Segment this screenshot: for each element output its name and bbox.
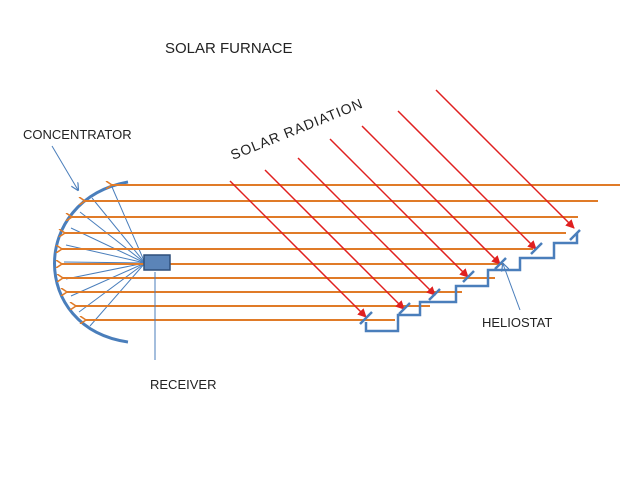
solar-radiation-label: SOLAR RADIATION [228, 95, 365, 163]
heliostat-mirror [428, 288, 441, 301]
incident-ray [397, 110, 537, 250]
heliostat-base [364, 233, 579, 333]
incident-ray [361, 125, 501, 265]
heliostat-mirrors [359, 229, 581, 325]
diagram-title: SOLAR FURNACE [165, 40, 293, 57]
receiver-label: RECEIVER [150, 377, 216, 392]
concentrator-mirror [53, 180, 129, 344]
concentrator-pointer [51, 145, 78, 190]
incident-ray [435, 89, 575, 229]
heliostat-label: HELIOSTAT [482, 315, 552, 330]
heliostat-mirror [359, 311, 373, 325]
receiver-block [143, 254, 171, 271]
incident-ray [329, 138, 469, 278]
heliostat-mirror [462, 270, 475, 283]
incident-ray [229, 180, 367, 318]
incident-ray [297, 157, 436, 296]
incident-rays [229, 89, 575, 318]
heliostat-pointer [503, 264, 521, 311]
incident-ray [264, 169, 405, 310]
heliostat-mirror [398, 302, 411, 315]
heliostat-mirror [530, 242, 543, 255]
heliostat-mirror [494, 257, 507, 270]
heliostat-mirror [569, 229, 581, 241]
concentrator-label: CONCENTRATOR [23, 127, 132, 142]
reflected-rays [62, 185, 620, 320]
